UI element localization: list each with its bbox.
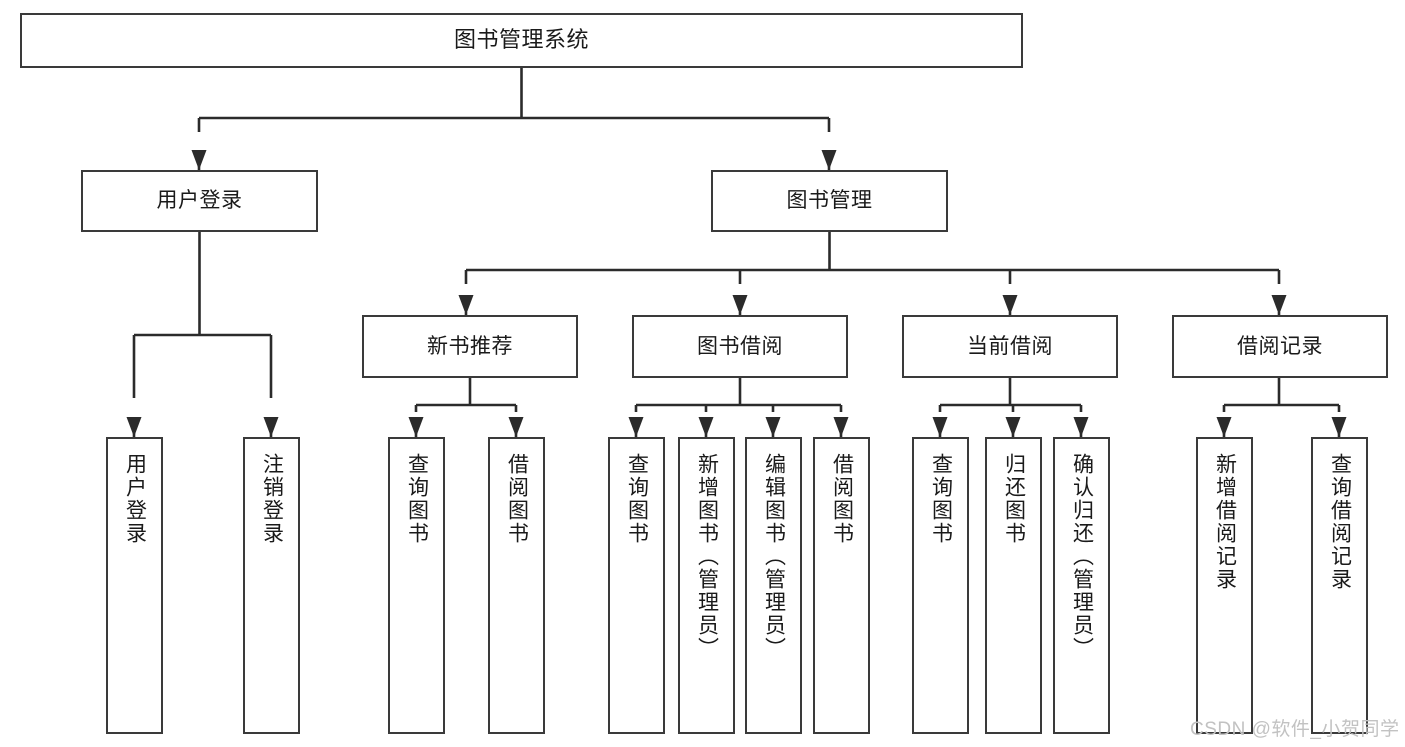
node-label: 新增图书（管理员） xyxy=(695,453,719,660)
node-level1-book-manage[interactable]: 图书管理 xyxy=(711,170,948,232)
node-leaf-leaf-bb-add-book[interactable]: 新增图书（管理员） xyxy=(678,437,735,734)
node-leaf-leaf-user-login[interactable]: 用户登录 xyxy=(106,437,163,734)
node-label: 查询图书 xyxy=(625,453,649,545)
node-level2-current-borrow[interactable]: 当前借阅 xyxy=(902,315,1118,378)
arrowhead-icon xyxy=(126,417,142,437)
node-level1-user-login[interactable]: 用户登录 xyxy=(81,170,318,232)
arrowhead-icon xyxy=(508,417,524,437)
arrowhead-icon xyxy=(732,295,748,315)
node-leaf-leaf-bb-edit-book[interactable]: 编辑图书（管理员） xyxy=(745,437,802,734)
node-leaf-leaf-cb-query-book[interactable]: 查询图书 xyxy=(912,437,969,734)
node-leaf-leaf-br-add-record[interactable]: 新增借阅记录 xyxy=(1196,437,1253,734)
node-label: 图书管理 xyxy=(786,189,873,213)
node-leaf-leaf-rec-borrow-book[interactable]: 借阅图书 xyxy=(488,437,545,734)
node-leaf-leaf-br-query-record[interactable]: 查询借阅记录 xyxy=(1311,437,1368,734)
node-label: 借阅记录 xyxy=(1237,334,1323,358)
node-level2-new-book-rec[interactable]: 新书推荐 xyxy=(362,315,578,378)
connector-line-group xyxy=(132,68,1341,437)
arrowhead-icon xyxy=(698,417,714,437)
node-leaf-leaf-bb-borrow-book[interactable]: 借阅图书 xyxy=(813,437,870,734)
node-label: 新增借阅记录 xyxy=(1213,453,1237,591)
arrowhead-icon xyxy=(1073,417,1089,437)
node-label: 借阅图书 xyxy=(505,453,529,545)
arrowhead-icon xyxy=(1216,417,1232,437)
arrowhead-icon xyxy=(191,150,207,170)
node-label: 注销登录 xyxy=(260,453,284,545)
node-leaf-leaf-cb-return-book[interactable]: 归还图书 xyxy=(985,437,1042,734)
node-label: 查询图书 xyxy=(929,453,953,545)
arrowhead-icon xyxy=(833,417,849,437)
node-label: 用户登录 xyxy=(156,189,243,213)
node-label: 借阅图书 xyxy=(830,453,854,545)
arrowhead-icon xyxy=(1271,295,1287,315)
node-leaf-leaf-logout[interactable]: 注销登录 xyxy=(243,437,300,734)
arrowhead-icon xyxy=(1005,417,1021,437)
node-label: 查询借阅记录 xyxy=(1328,453,1352,591)
node-label: 查询图书 xyxy=(405,453,429,545)
node-label: 图书管理系统 xyxy=(453,27,589,53)
arrowhead-icon xyxy=(263,417,279,437)
node-leaf-leaf-cb-confirm-return[interactable]: 确认归还（管理员） xyxy=(1053,437,1110,734)
arrowhead-icon xyxy=(821,150,837,170)
node-label: 用户登录 xyxy=(123,453,147,545)
watermark: CSDN @软件_小贺同学 xyxy=(1190,719,1400,740)
arrowhead-icon xyxy=(458,295,474,315)
node-label: 编辑图书（管理员） xyxy=(762,453,786,660)
node-label: 新书推荐 xyxy=(427,334,513,358)
arrowhead-icon xyxy=(932,417,948,437)
node-leaf-leaf-bb-query-book[interactable]: 查询图书 xyxy=(608,437,665,734)
node-level2-borrow-record[interactable]: 借阅记录 xyxy=(1172,315,1388,378)
arrowhead-icon xyxy=(1002,295,1018,315)
node-root-root[interactable]: 图书管理系统 xyxy=(20,13,1023,68)
arrowhead-icon xyxy=(765,417,781,437)
node-label: 归还图书 xyxy=(1002,453,1026,545)
arrowhead-icon xyxy=(628,417,644,437)
node-level2-book-borrow[interactable]: 图书借阅 xyxy=(632,315,848,378)
node-leaf-leaf-rec-query-book[interactable]: 查询图书 xyxy=(388,437,445,734)
node-label: 确认归还（管理员） xyxy=(1070,453,1094,660)
arrowhead-icon xyxy=(1331,417,1347,437)
node-label: 图书借阅 xyxy=(697,334,783,358)
arrowhead-icon xyxy=(408,417,424,437)
node-label: 当前借阅 xyxy=(967,334,1053,358)
